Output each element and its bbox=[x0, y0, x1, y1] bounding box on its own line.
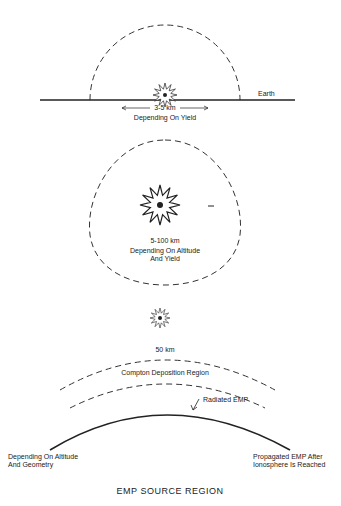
figure-caption: EMP SOURCE REGION bbox=[117, 486, 224, 496]
ground-label: Earth bbox=[258, 90, 275, 98]
air-burst bbox=[89, 140, 240, 285]
surface-burst bbox=[40, 25, 295, 110]
distance-label: 5-100 km bbox=[150, 237, 179, 245]
note-label: Depending On Altitude And Geometry bbox=[8, 453, 80, 469]
note-label: Depending On Altitude And Yield bbox=[125, 247, 205, 263]
region-label: Compton Deposition Region bbox=[121, 369, 209, 377]
note-label: Propagated EMP After Ionosphere Is Reach… bbox=[253, 453, 333, 469]
emp-label: Radiated EMP bbox=[203, 396, 248, 404]
distance-label: 50 km bbox=[155, 346, 174, 354]
note-label: Depending On Yield bbox=[134, 114, 196, 122]
distance-label: 3-5 km bbox=[154, 104, 175, 112]
high-altitude-burst bbox=[50, 308, 290, 450]
